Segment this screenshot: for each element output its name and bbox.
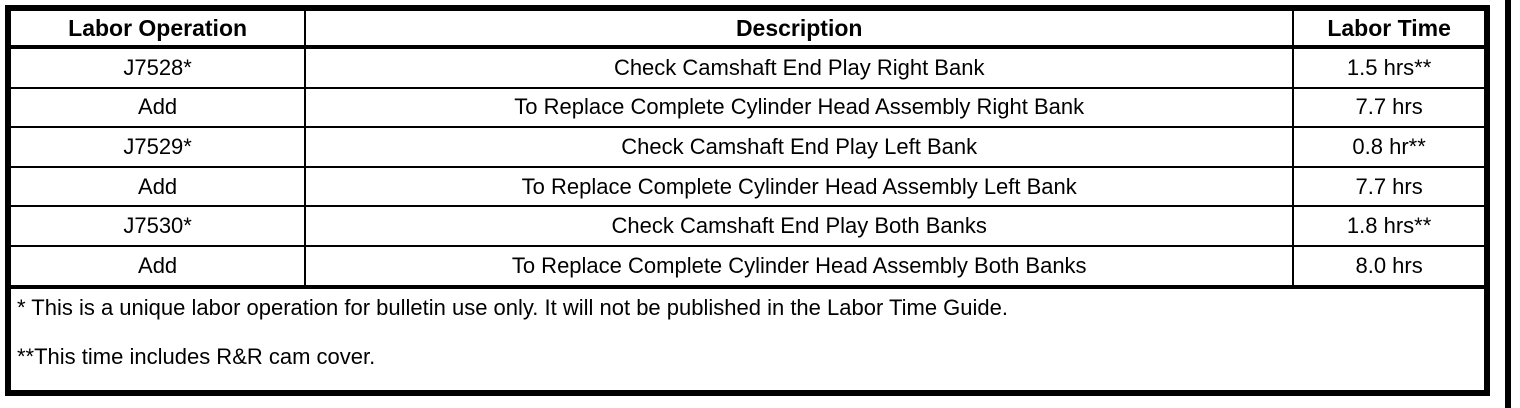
column-header-labor-operation: Labor Operation: [6, 7, 307, 49]
footnote-single-asterisk: * This is a unique labor operation for b…: [17, 294, 1008, 320]
cell-labor-operation: J7530*: [6, 205, 307, 248]
labor-operation-table-container: Labor Operation Description Labor Time J…: [5, 5, 1490, 396]
cell-labor-operation: Add: [6, 86, 307, 129]
cell-description: To Replace Complete Cylinder Head Assemb…: [304, 86, 1295, 129]
cell-description: To Replace Complete Cylinder Head Assemb…: [304, 245, 1295, 288]
table-row: J7529* Check Camshaft End Play Left Bank…: [6, 126, 1488, 168]
cell-labor-time: 1.5 hrs**: [1292, 46, 1488, 89]
cell-labor-time: 7.7 hrs: [1292, 165, 1488, 208]
cell-labor-operation: Add: [6, 165, 307, 208]
cell-labor-time: 7.7 hrs: [1292, 86, 1488, 129]
labor-operation-table: Labor Operation Description Labor Time J…: [5, 5, 1490, 396]
table-body: J7528* Check Camshaft End Play Right Ban…: [6, 46, 1488, 395]
column-header-description: Description: [304, 7, 1295, 49]
table-row: Add To Replace Complete Cylinder Head As…: [6, 245, 1488, 288]
cell-description: To Replace Complete Cylinder Head Assemb…: [304, 165, 1295, 208]
cell-labor-operation: J7528*: [6, 46, 307, 89]
cell-description: Check Camshaft End Play Right Bank: [304, 46, 1295, 89]
cell-labor-time: 0.8 hr**: [1292, 126, 1488, 168]
cell-labor-time: 8.0 hrs: [1292, 245, 1488, 288]
table-row: J7528* Check Camshaft End Play Right Ban…: [6, 46, 1488, 89]
table-row: J7530* Check Camshaft End Play Both Bank…: [6, 205, 1488, 248]
cell-labor-time: 1.8 hrs**: [1292, 205, 1488, 248]
cell-labor-operation: J7529*: [6, 126, 307, 168]
footnote-double-asterisk: **This time includes R&R cam cover.: [17, 343, 376, 369]
cell-description: Check Camshaft End Play Both Banks: [304, 205, 1295, 248]
cell-description: Check Camshaft End Play Left Bank: [304, 126, 1295, 168]
table-footnote-row: * This is a unique labor operation for b…: [7, 284, 1488, 395]
column-header-labor-time: Labor Time: [1292, 7, 1488, 49]
cell-labor-operation: Add: [6, 245, 307, 288]
table-row: Add To Replace Complete Cylinder Head As…: [6, 86, 1488, 129]
outer-right-border-rule: [1505, 0, 1511, 408]
footnote-cell: * This is a unique labor operation for b…: [7, 284, 1488, 395]
table-row: Add To Replace Complete Cylinder Head As…: [6, 165, 1488, 208]
table-header: Labor Operation Description Labor Time: [6, 7, 1488, 49]
footnote-spacer: [17, 319, 1484, 345]
table-header-row: Labor Operation Description Labor Time: [6, 7, 1488, 49]
